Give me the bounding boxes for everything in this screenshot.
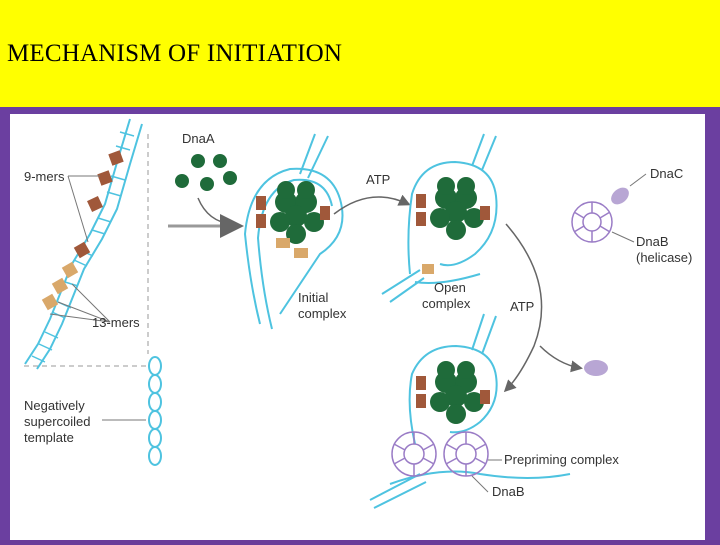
negatively-supercoiled-label-2: supercoiled xyxy=(24,414,91,429)
prepriming-complex-label: Prepriming complex xyxy=(504,452,619,467)
nine-mer-block xyxy=(108,150,124,166)
dnab-helicase-label-2: (helicase) xyxy=(636,250,692,265)
nine-mers-label: 9-mers xyxy=(24,169,65,184)
dnaa-binding-arrow xyxy=(197,197,235,230)
thirteen-mer-block xyxy=(51,277,69,295)
negatively-supercoiled-label-1: Negatively xyxy=(24,398,85,413)
dnab-helicase-hexamer xyxy=(571,201,613,243)
nine-mer-block xyxy=(87,196,103,212)
slide-title: MECHANISM OF INITIATION xyxy=(7,40,343,67)
atp-arrow-2 xyxy=(503,223,543,393)
thirteen-mer-block xyxy=(61,261,79,279)
open-complex-label-1: Open xyxy=(434,280,466,295)
replication-initiation-diagram: 9-mers 13-mers Negatively supercoiled te… xyxy=(24,118,692,509)
released-dnac xyxy=(584,360,608,376)
initial-complex xyxy=(243,133,344,330)
dnab-label: DnaB xyxy=(492,484,525,499)
atp-arrow-1 xyxy=(333,194,411,215)
atp-label-1: ATP xyxy=(366,172,390,187)
initial-complex-label-2: complex xyxy=(298,306,347,321)
atp-label-2: ATP xyxy=(510,299,534,314)
prepriming-complex xyxy=(369,313,571,509)
dnab-helicase-label-1: DnaB xyxy=(636,234,669,249)
dnaa-monomers xyxy=(175,154,237,191)
nine-mer-block xyxy=(97,170,113,186)
dnaa-label: DnaA xyxy=(182,131,215,146)
nine-mer-block xyxy=(73,241,91,259)
thirteen-mers-label: 13-mers xyxy=(92,315,140,330)
open-complex xyxy=(381,133,498,303)
dnac-label: DnaC xyxy=(650,166,683,181)
supercoiled-template xyxy=(148,356,162,466)
title-bar: MECHANISM OF INITIATION xyxy=(0,0,720,107)
thirteen-mer-block xyxy=(41,293,59,311)
origin-dna-strand xyxy=(24,118,143,370)
diagram-panel: 9-mers 13-mers Negatively supercoiled te… xyxy=(10,114,705,540)
dnac-release-arrow xyxy=(539,345,583,373)
dnac-protein xyxy=(611,187,629,205)
negatively-supercoiled-label-3: template xyxy=(24,430,74,445)
open-complex-label-2: complex xyxy=(422,296,471,311)
initial-complex-label-1: Initial xyxy=(298,290,328,305)
